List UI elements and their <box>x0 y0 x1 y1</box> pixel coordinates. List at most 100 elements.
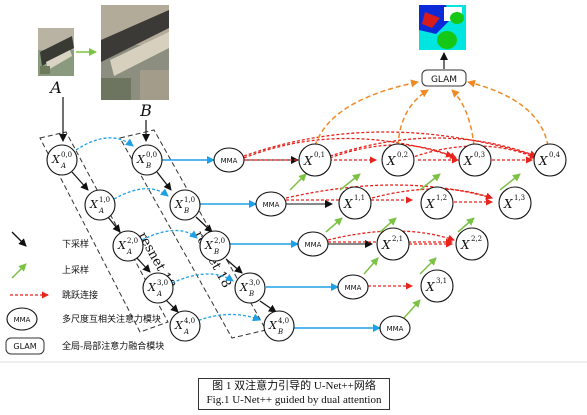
node-x11: X 1,1 <box>338 186 372 220</box>
svg-text:X: X <box>174 198 184 211</box>
input-image-a <box>38 28 74 76</box>
svg-text:X: X <box>204 239 214 252</box>
svg-text:1,2: 1,2 <box>436 194 447 202</box>
to-mma-arrows <box>161 156 381 332</box>
node-x12: X 1,2 <box>420 186 454 220</box>
svg-text:X: X <box>425 280 435 294</box>
label-b: B <box>139 101 152 120</box>
caption-zh: 图 1 双注意力引导的 U-Net++网络 <box>212 380 376 392</box>
svg-text:B: B <box>145 162 151 170</box>
downsample-arrows <box>71 171 277 313</box>
svg-text:A: A <box>126 248 132 256</box>
svg-text:MMA: MMA <box>345 284 362 292</box>
encoder-a-to-b-arcs <box>75 137 261 323</box>
svg-text:A: A <box>156 290 162 298</box>
node-x21: X 2,1 <box>376 227 410 261</box>
mma-level-1: MMA <box>255 191 287 217</box>
mma-level-2: MMA <box>297 231 329 257</box>
legend: 下采样 上采样 跳跃连接 MMA 多尺度互相关注意力模块 GLAM 全局-局部注… <box>5 231 164 355</box>
svg-text:B: B <box>213 248 219 256</box>
svg-text:X: X <box>460 238 470 252</box>
svg-text:0,2: 0,2 <box>397 151 408 159</box>
svg-text:2,0: 2,0 <box>127 237 138 245</box>
svg-text:MMA: MMA <box>387 325 404 333</box>
svg-text:1,1: 1,1 <box>354 194 365 202</box>
node-xb30: X 3,0 B <box>234 272 266 304</box>
svg-text:1,3: 1,3 <box>514 194 525 202</box>
svg-text:MMA: MMA <box>263 201 280 209</box>
glam-module: GLAM <box>421 69 467 87</box>
node-xb00: X 0,0 B <box>131 144 163 176</box>
svg-text:X: X <box>147 281 157 294</box>
svg-text:A: A <box>183 328 189 336</box>
svg-text:X: X <box>503 197 513 211</box>
node-x03: X 0,3 <box>458 143 492 177</box>
svg-text:3,1: 3,1 <box>436 277 447 285</box>
svg-text:A: A <box>60 162 66 170</box>
svg-text:跳跃连接: 跳跃连接 <box>62 289 98 301</box>
node-xa30: X 3,0 A <box>142 272 174 304</box>
input-image-b <box>101 5 169 100</box>
svg-text:B: B <box>183 207 189 215</box>
svg-text:3,0: 3,0 <box>157 279 168 287</box>
svg-text:A: A <box>98 207 104 215</box>
figure-caption: 图 1 双注意力引导的 U-Net++网络 Fig.1 U-Net++ guid… <box>198 378 390 410</box>
svg-text:2,0: 2,0 <box>214 237 225 245</box>
svg-text:B: B <box>248 290 254 298</box>
node-xa00: X 0,0 A <box>46 144 78 176</box>
legend-downsample: 下采样 <box>11 231 89 250</box>
svg-text:3,0: 3,0 <box>249 279 260 287</box>
svg-text:上采样: 上采样 <box>62 264 89 276</box>
glam-label: GLAM <box>431 75 457 85</box>
legend-skip: 跳跃连接 <box>10 289 98 301</box>
caption-en: Fig.1 U-Net++ guided by dual attention <box>206 394 382 406</box>
svg-text:MMA: MMA <box>14 316 31 324</box>
svg-text:0,1: 0,1 <box>314 151 325 159</box>
svg-text:4,0: 4,0 <box>278 317 289 325</box>
svg-text:X: X <box>89 198 99 211</box>
svg-text:B: B <box>277 328 283 336</box>
label-a: A <box>48 78 62 97</box>
svg-text:X: X <box>136 153 146 166</box>
legend-upsample: 上采样 <box>11 263 89 279</box>
legend-glam: GLAM 全局-局部注意力融合模块 <box>5 337 164 355</box>
svg-text:X: X <box>268 319 278 332</box>
svg-text:X: X <box>174 319 184 332</box>
node-x31: X 3,1 <box>420 269 454 303</box>
node-x22: X 2,2 <box>455 227 489 261</box>
svg-text:1,0: 1,0 <box>184 196 195 204</box>
svg-text:X: X <box>425 197 435 211</box>
svg-text:X: X <box>303 154 313 168</box>
svg-text:0,4: 0,4 <box>549 151 561 159</box>
svg-text:1,0: 1,0 <box>99 196 110 204</box>
node-x13: X 1,3 <box>498 186 532 220</box>
svg-text:0,0: 0,0 <box>61 151 72 159</box>
svg-text:2,2: 2,2 <box>471 235 482 243</box>
svg-text:2,1: 2,1 <box>392 235 403 243</box>
node-x02: X 0,2 <box>381 143 415 177</box>
svg-text:下采样: 下采样 <box>62 238 89 250</box>
svg-text:X: X <box>381 238 391 252</box>
svg-text:X: X <box>386 154 396 168</box>
encoder-a-box <box>39 131 169 333</box>
svg-text:MMA: MMA <box>221 157 238 165</box>
svg-text:MMA: MMA <box>305 241 322 249</box>
output-segmentation-map <box>419 5 466 50</box>
svg-text:4,0: 4,0 <box>184 317 195 325</box>
node-xa10: X 1,0 A <box>84 189 116 221</box>
svg-text:全局-局部注意力融合模块: 全局-局部注意力融合模块 <box>62 340 164 352</box>
svg-text:0,3: 0,3 <box>474 151 485 159</box>
mma-level-3: MMA <box>337 274 369 300</box>
mma-level-0: MMA <box>213 147 245 173</box>
svg-text:X: X <box>51 153 61 166</box>
svg-text:GLAM: GLAM <box>13 342 36 351</box>
node-xa20: X 2,0 A <box>112 230 144 262</box>
svg-text:X: X <box>343 197 353 211</box>
to-glam-arrows <box>314 79 549 147</box>
upsample-arrows <box>289 173 521 319</box>
node-x04: X 0,4 <box>533 143 567 177</box>
svg-text:X: X <box>117 239 127 252</box>
node-x01: X 0,1 <box>298 143 332 177</box>
